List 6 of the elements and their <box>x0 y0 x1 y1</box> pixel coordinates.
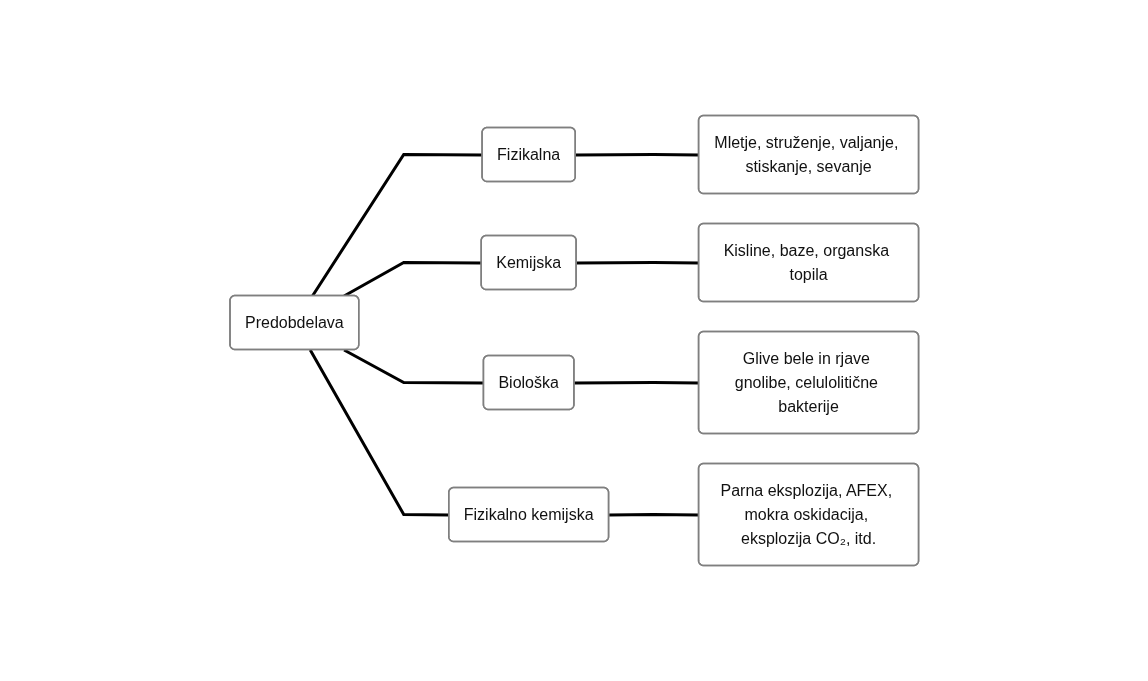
connector <box>575 153 699 157</box>
connector <box>608 513 699 517</box>
connector <box>308 349 449 517</box>
connector <box>576 261 699 265</box>
connector <box>343 348 484 385</box>
connector <box>574 381 699 385</box>
